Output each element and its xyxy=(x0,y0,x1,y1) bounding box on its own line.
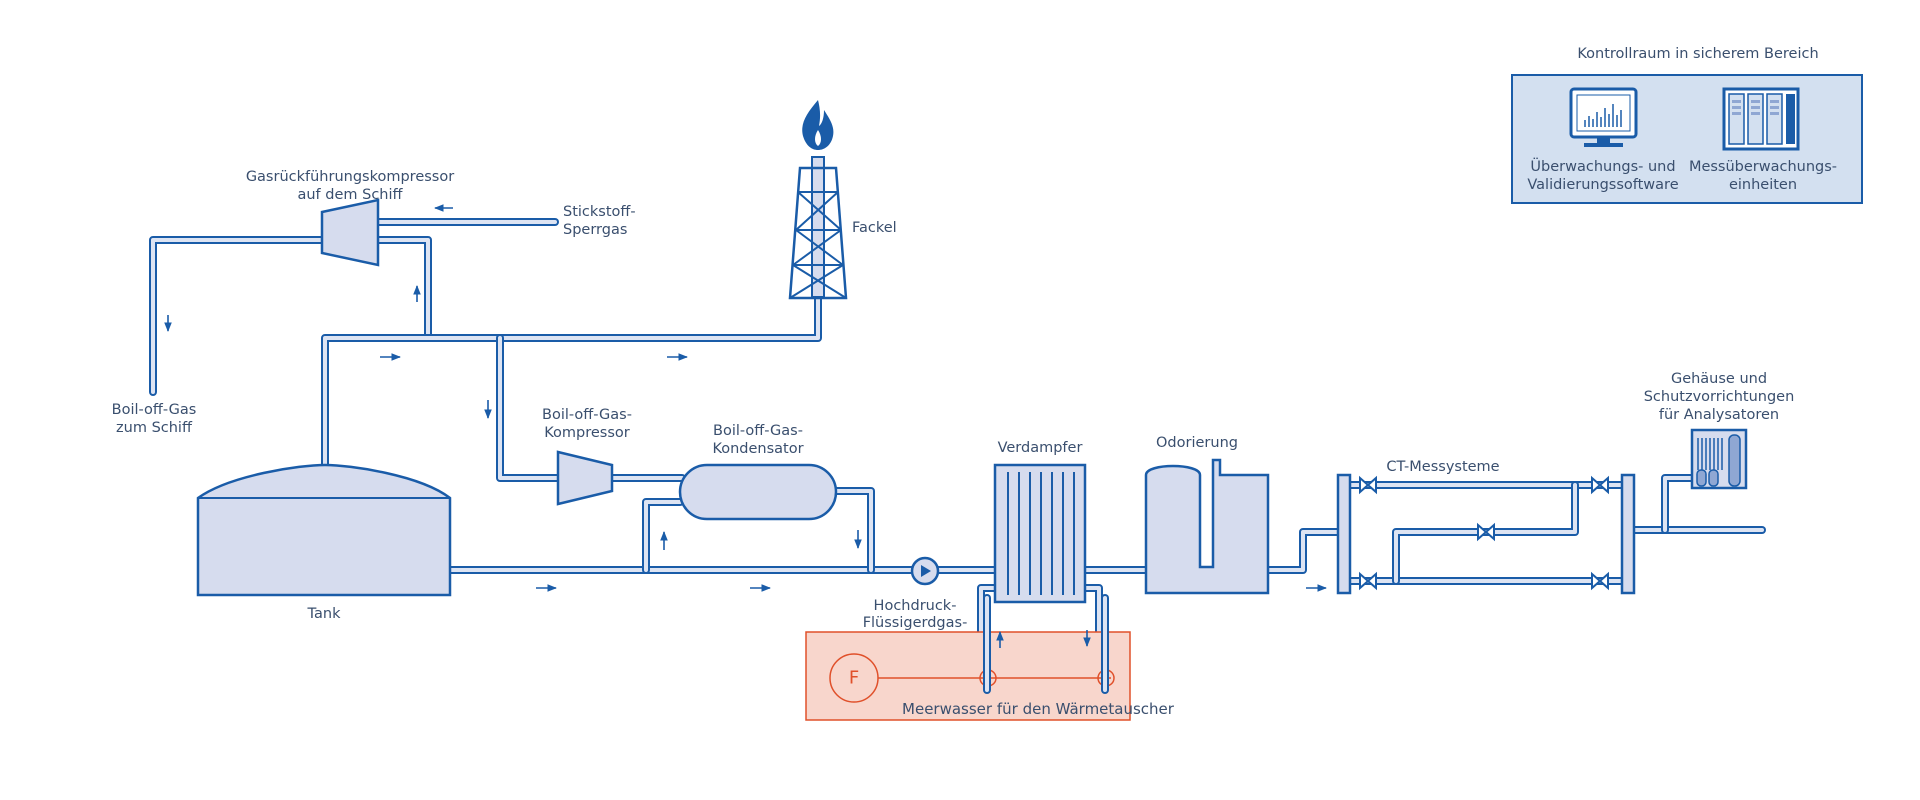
control-room-title: Kontrollraum in sicherem Bereich xyxy=(1577,46,1818,62)
bog-condenser-label-line2: Kondensator xyxy=(712,441,803,457)
housing-label-line2: Schutzvorrichtungen xyxy=(1644,389,1795,405)
monitor-icon xyxy=(1569,87,1638,147)
return-compressor-label-line1: Gasrückführungskompressor xyxy=(246,169,454,185)
vaporizer-label: Verdampfer xyxy=(998,440,1083,456)
boil-off-gas-compressor xyxy=(556,450,614,506)
analyzer-housing-icon xyxy=(1690,428,1748,490)
pump-icon xyxy=(910,556,940,586)
boil-off-gas-condenser xyxy=(678,463,838,521)
nitrogen-label-line2: Sperrgas xyxy=(563,222,627,238)
monitoring-software-label-line2: Validierungssoftware xyxy=(1527,177,1678,193)
gas-return-compressor xyxy=(320,198,380,267)
ct-manifold-right xyxy=(1620,473,1636,595)
bog-compressor-label-line1: Boil-off-Gas- xyxy=(542,407,632,423)
hp-pump-label-line1: Hochdruck- xyxy=(874,598,957,614)
tank-label: Tank xyxy=(307,606,342,622)
bog-compressor-label-line2: Kompressor xyxy=(544,425,630,441)
flame-icon xyxy=(802,100,834,150)
hp-pump-label-line2: Flüssigerdgas- xyxy=(863,615,968,631)
seawater-label: Meerwasser für den Wärmetauscher xyxy=(902,700,1175,718)
seawater-pipe-stubs xyxy=(983,594,1109,694)
flare-label: Fackel xyxy=(852,220,897,236)
odorization-label: Odorierung xyxy=(1156,435,1238,451)
housing-label-line3: für Analysatoren xyxy=(1659,407,1779,423)
seawater-box xyxy=(805,631,1131,721)
bog-condenser-label-line1: Boil-off-Gas- xyxy=(713,423,803,439)
monitoring-software-label-line1: Überwachungs- und xyxy=(1530,157,1675,175)
housing-label-line1: Gehäuse und xyxy=(1671,371,1767,387)
measurement-units-label-line1: Messüberwachungs- xyxy=(1689,159,1837,175)
flow-meter-letter: F xyxy=(849,668,859,689)
flow-arrows xyxy=(164,204,1327,648)
return-compressor-label-line2: auf dem Schiff xyxy=(297,187,403,203)
server-rack-icon xyxy=(1722,87,1800,151)
ct-systems-label: CT-Messysteme xyxy=(1386,459,1499,475)
odorization-unit xyxy=(1144,458,1270,595)
ct-manifold-left xyxy=(1336,473,1352,595)
boiloff-ship-label-line2: zum Schiff xyxy=(116,420,193,436)
nitrogen-label-line1: Stickstoff- xyxy=(563,204,636,220)
measurement-units-label-line2: einheiten xyxy=(1729,177,1797,193)
flare-stack xyxy=(788,156,848,300)
lng-tank xyxy=(196,463,452,597)
pipe-network xyxy=(149,218,1766,686)
boiloff-ship-label-line1: Boil-off-Gas xyxy=(112,402,197,418)
valve-icon xyxy=(1359,475,1609,591)
